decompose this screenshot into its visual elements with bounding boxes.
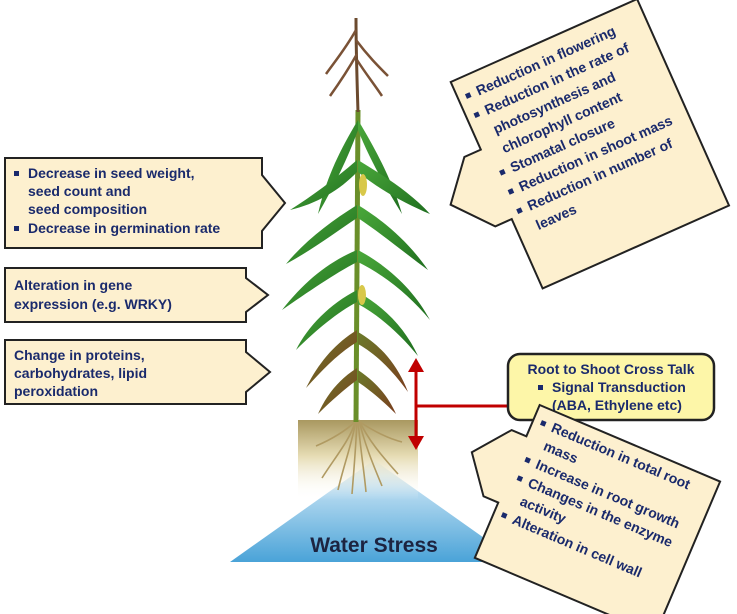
- square-bullet-icon: [538, 385, 543, 390]
- cross-talk-box: Root to Shoot Cross Talk Signal Transduc…: [506, 352, 716, 422]
- seed-item-4: Decrease in germination rate: [28, 220, 220, 236]
- gene-line-1: Alteration in gene: [14, 277, 132, 293]
- square-bullet-icon: [524, 456, 531, 464]
- water-stress-label: Water Stress: [310, 534, 438, 557]
- proteins-line-2: carbohydrates, lipid: [14, 365, 147, 381]
- proteins-line-3: peroxidation: [14, 383, 98, 399]
- square-bullet-icon: [473, 111, 481, 119]
- square-bullet-icon: [14, 171, 19, 176]
- gene-line-2: expression (e.g. WRKY): [14, 296, 172, 312]
- seed-item-1: Decrease in seed weight,: [28, 165, 195, 181]
- cross-talk-arrow: [408, 358, 508, 450]
- seed-item-3: seed composition: [28, 201, 147, 217]
- soil-block: [298, 420, 418, 500]
- square-bullet-icon: [540, 420, 547, 427]
- square-bullet-icon: [507, 188, 515, 195]
- cross-talk-title: Root to Shoot Cross Talk: [528, 361, 695, 377]
- seed-effects-box: Decrease in seed weight, seed count and …: [4, 157, 287, 249]
- cross-talk-sub: (ABA, Ethylene etc): [552, 397, 682, 413]
- gene-expression-box: Alteration in gene expression (e.g. WRKY…: [4, 267, 270, 323]
- proteins-line-1: Change in proteins,: [14, 347, 145, 363]
- root-effects-box: Reduction in total root mass Increase in…: [470, 403, 722, 614]
- water-stress-triangle: Water Stress: [230, 460, 518, 562]
- square-bullet-icon: [516, 475, 524, 482]
- square-bullet-icon: [500, 512, 508, 519]
- cross-talk-item: Signal Transduction: [552, 379, 686, 395]
- roots: [315, 419, 403, 495]
- maize-plant: [282, 17, 430, 423]
- square-bullet-icon: [499, 168, 506, 176]
- square-bullet-icon: [14, 226, 19, 231]
- proteins-box: Change in proteins, carbohydrates, lipid…: [4, 339, 272, 405]
- shoot-effects-box: Reduction in flowering Reduction in the …: [449, 0, 731, 290]
- square-bullet-icon: [464, 92, 472, 99]
- square-bullet-icon: [516, 207, 523, 214]
- seed-item-2: seed count and: [28, 183, 131, 199]
